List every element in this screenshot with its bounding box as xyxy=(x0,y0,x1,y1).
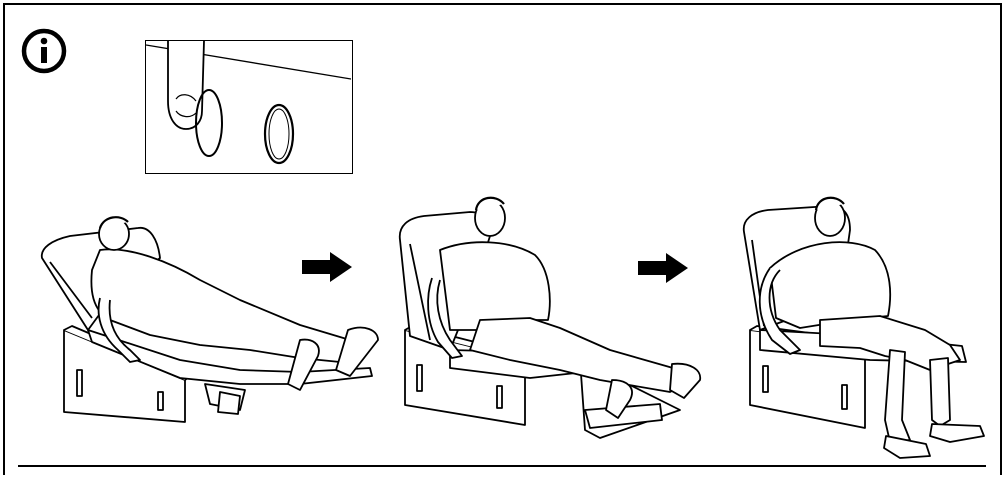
page-frame xyxy=(3,3,1002,475)
right-arrow-icon xyxy=(302,252,352,282)
reclined-person-icon xyxy=(40,216,379,423)
button-icon xyxy=(263,103,295,165)
pressed-button-icon xyxy=(195,89,223,157)
right-arrow-icon xyxy=(638,253,688,283)
bottom-divider xyxy=(18,465,986,467)
button-detail-inset xyxy=(145,40,353,174)
half-reclined-person-icon xyxy=(398,196,702,439)
info-icon xyxy=(21,28,67,74)
finger-icon xyxy=(167,41,205,130)
